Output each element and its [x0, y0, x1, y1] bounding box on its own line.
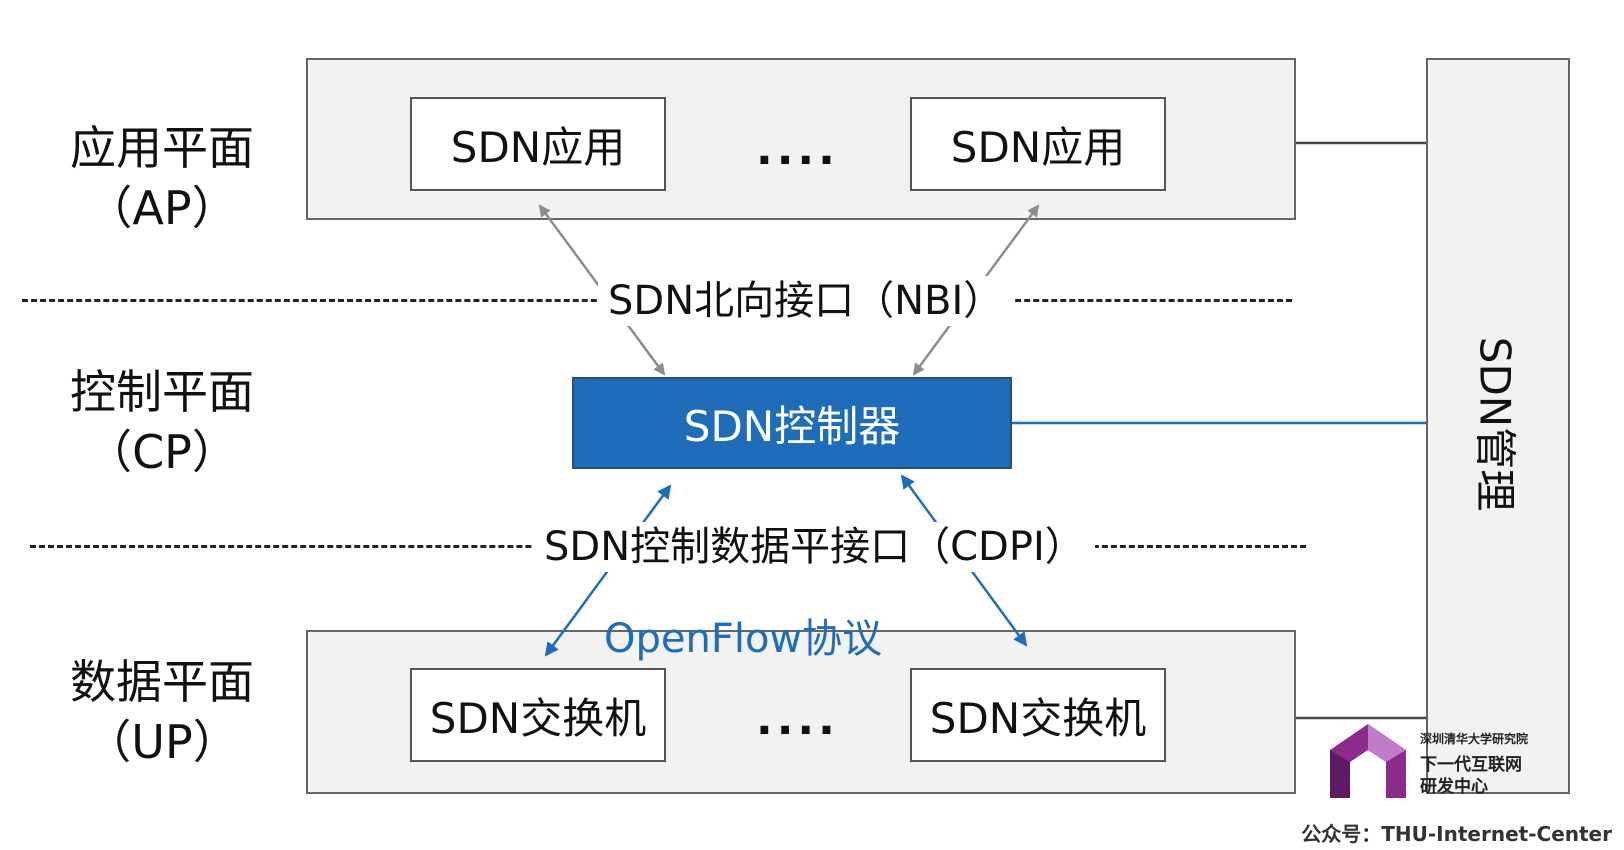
footer-wechat-account: 公众号：THU-Internet-Center — [1301, 822, 1612, 846]
sdn-app-right: SDN应用 — [910, 97, 1166, 191]
application-plane-abbr: （AP） — [86, 181, 238, 235]
switch-ellipsis: .... — [756, 694, 839, 745]
control-plane-name: 控制平面 — [70, 365, 254, 419]
nbi-label: SDN北向接口（NBI） — [598, 276, 1014, 326]
control-plane-abbr: （CP） — [86, 425, 238, 479]
sdn-management-box — [1426, 58, 1570, 794]
control-plane-label: 控制平面 （CP） — [52, 362, 272, 482]
application-plane-name: 应用平面 — [70, 121, 254, 175]
openflow-protocol-label: OpenFlow协议 — [604, 616, 883, 662]
sdn-app-left: SDN应用 — [410, 97, 666, 191]
sdn-controller-label: SDN控制器 — [683, 401, 901, 451]
data-plane-label: 数据平面 （UP） — [52, 652, 272, 772]
logo-line-rd-center: 研发中心 — [1420, 777, 1488, 797]
sdn-controller-box: SDN控制器 — [572, 377, 1012, 469]
app-ellipsis: .... — [756, 124, 839, 175]
cdpi-label: SDN控制数据平接口（CDPI） — [534, 522, 1095, 572]
application-plane-label: 应用平面 （AP） — [52, 118, 272, 238]
org-logo-icon — [1330, 724, 1406, 798]
logo-line-next-gen-internet: 下一代互联网 — [1420, 755, 1522, 775]
data-plane-name: 数据平面 — [70, 655, 254, 709]
sdn-switch-left: SDN交换机 — [410, 668, 666, 762]
sdn-switch-right: SDN交换机 — [910, 668, 1166, 762]
data-plane-abbr: （UP） — [85, 715, 239, 769]
logo-line-institute: 深圳清华大学研究院 — [1420, 732, 1529, 746]
